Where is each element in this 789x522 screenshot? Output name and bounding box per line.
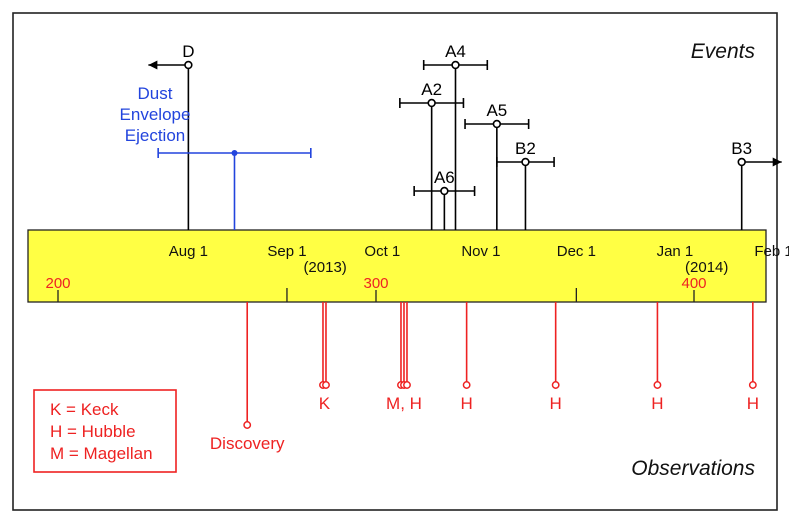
- year-label: (2013): [303, 259, 346, 276]
- timeline-band: [27, 229, 767, 303]
- observation-marker: [243, 421, 252, 429]
- observation-label: M, H: [386, 394, 422, 413]
- month-label: Oct 1: [364, 243, 400, 260]
- observation-marker: [748, 381, 757, 389]
- observation-marker: [551, 381, 560, 389]
- event-label: A5: [486, 101, 507, 120]
- event-label: D: [182, 42, 194, 61]
- event-marker: [737, 157, 746, 167]
- month-label: Feb 1: [754, 243, 789, 260]
- legend-entry: H = Hubble: [50, 422, 136, 441]
- month-label: Aug 1: [169, 243, 208, 260]
- event-marker: [521, 157, 530, 167]
- observation-label: H: [747, 394, 759, 413]
- event-marker: [451, 60, 460, 70]
- event-label: B3: [731, 139, 752, 158]
- month-label: Sep 1: [267, 243, 306, 260]
- event-arrow-head: [772, 157, 782, 167]
- observation-label: Discovery: [210, 434, 285, 453]
- event-label: B2: [515, 139, 536, 158]
- observation-marker: [653, 381, 662, 389]
- event-marker: [440, 186, 449, 196]
- observation-label: H: [651, 394, 663, 413]
- legend-box: [33, 389, 177, 473]
- observation-label: K: [319, 394, 331, 413]
- event-label: A6: [434, 168, 455, 187]
- month-label: Nov 1: [461, 243, 500, 260]
- day-number-label: 200: [45, 275, 70, 292]
- observation-marker: [403, 381, 411, 389]
- legend-entry: M = Magellan: [50, 444, 153, 463]
- event-marker: [427, 98, 436, 108]
- dust-label-line: Ejection: [125, 126, 185, 145]
- observation-label: H: [460, 394, 472, 413]
- observations-corner-label: Observations: [631, 457, 755, 480]
- legend-entry: K = Keck: [50, 400, 119, 419]
- event-arrow-head: [148, 60, 158, 70]
- observation-marker: [462, 381, 471, 389]
- dust-label-line: Envelope: [120, 105, 191, 124]
- observation-label: H: [550, 394, 562, 413]
- observation-marker: [322, 381, 330, 389]
- month-label: Jan 1: [657, 243, 694, 260]
- dust-marker: [231, 150, 238, 156]
- year-label: (2014): [685, 259, 728, 276]
- day-number-label: 300: [363, 275, 388, 292]
- events-corner-label: Events: [691, 40, 756, 63]
- event-marker: [492, 119, 502, 129]
- day-number-label: 400: [681, 275, 706, 292]
- event-label: A2: [421, 80, 442, 99]
- event-marker: [184, 60, 193, 70]
- month-label: Dec 1: [557, 243, 596, 260]
- dust-label-line: Dust: [138, 84, 173, 103]
- event-label: A4: [445, 42, 466, 61]
